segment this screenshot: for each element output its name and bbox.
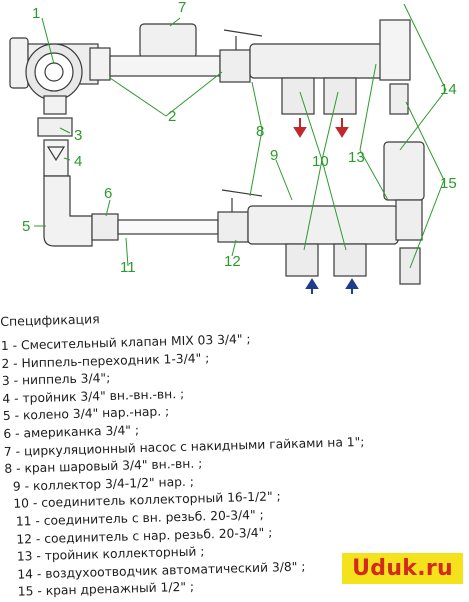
mixing-unit-diagram: 1 2 3 4 5 6 7 8 9 10 11 12 13 14 15 xyxy=(9,0,457,294)
spec-list: 1 - Смесительный клапан MIX 03 3/4" ; 2 … xyxy=(1,328,369,602)
callout-3: 3 xyxy=(74,127,82,144)
spec-title: Спецификация xyxy=(0,311,100,329)
callout-1: 1 xyxy=(32,5,40,22)
callout-15: 15 xyxy=(440,175,457,192)
callout-6: 6 xyxy=(104,185,112,202)
callout-5: 5 xyxy=(22,218,30,235)
site-watermark: Uduk.ru xyxy=(342,553,463,584)
callout-9: 9 xyxy=(270,147,278,164)
callout-13: 13 xyxy=(348,149,365,166)
mixing-valve xyxy=(9,37,111,115)
callout-12: 12 xyxy=(224,253,241,270)
callout-4: 4 xyxy=(74,153,82,170)
callout-2: 2 xyxy=(168,108,176,125)
callout-10: 10 xyxy=(312,153,329,170)
callout-11: 11 xyxy=(120,259,136,276)
callout-7: 7 xyxy=(178,0,186,16)
callout-8: 8 xyxy=(256,123,264,140)
callout-14: 14 xyxy=(440,81,457,98)
